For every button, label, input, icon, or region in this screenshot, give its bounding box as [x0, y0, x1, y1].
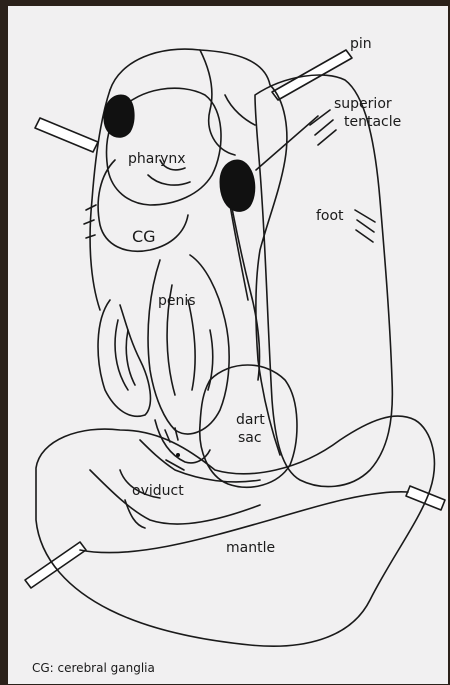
label-cg: CG: [132, 227, 156, 246]
figure-caption: CG: cerebral ganglia: [32, 661, 155, 675]
label-superior: superior: [334, 96, 392, 112]
tentacle-tip-left: [104, 95, 134, 137]
label-pin: pin: [350, 36, 372, 52]
label-tentacle: tentacle: [344, 114, 401, 130]
label-pharynx: pharynx: [128, 151, 186, 167]
label-sac: sac: [238, 430, 262, 446]
label-foot: foot: [316, 208, 344, 224]
label-oviduct: oviduct: [132, 483, 184, 499]
label-dart: dart: [236, 412, 265, 428]
tentacle-tip-right: [220, 160, 255, 211]
label-penis: penis: [158, 293, 196, 309]
oviduct-dot: [176, 453, 180, 457]
label-mantle: mantle: [226, 540, 275, 556]
